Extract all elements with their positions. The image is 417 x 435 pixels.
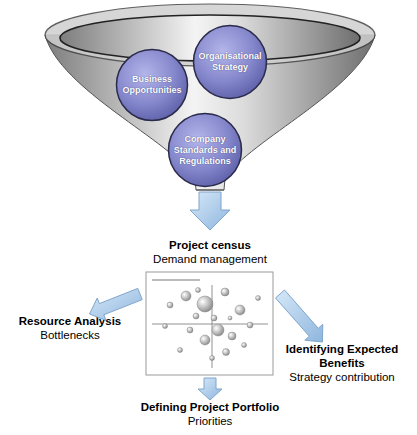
input-circle: Organisational Strategy bbox=[192, 24, 268, 100]
block-arrow bbox=[90, 288, 143, 320]
node-heading: Organisational Strategy bbox=[198, 51, 262, 73]
stage-label: Resource AnalysisBottlenecks bbox=[5, 314, 135, 350]
node-subtitle: Demand management bbox=[153, 252, 267, 267]
block-arrow bbox=[198, 378, 222, 400]
stage-label: Defining Project PortfolioPriorities bbox=[100, 400, 320, 433]
block-arrow bbox=[276, 290, 323, 342]
node-subtitle: Bottlenecks bbox=[40, 328, 99, 343]
node-subtitle: Strategy contribution bbox=[289, 370, 394, 385]
stage-label: Project censusDemand management bbox=[140, 238, 280, 378]
node-heading: Company Standards and Regulations bbox=[173, 134, 237, 167]
input-circle: Company Standards and Regulations bbox=[167, 112, 243, 188]
node-heading: Resource Analysis bbox=[19, 314, 121, 328]
node-heading: Project census bbox=[169, 238, 251, 252]
input-circle: Business Opportunities bbox=[115, 48, 189, 122]
node-heading: Identifying Expected Benefits bbox=[272, 342, 412, 370]
node-heading: Business Opportunities bbox=[121, 74, 183, 96]
stage-label: Identifying Expected BenefitsStrategy co… bbox=[272, 342, 412, 392]
node-heading: Defining Project Portfolio bbox=[141, 400, 280, 414]
node-subtitle: Priorities bbox=[188, 414, 233, 429]
